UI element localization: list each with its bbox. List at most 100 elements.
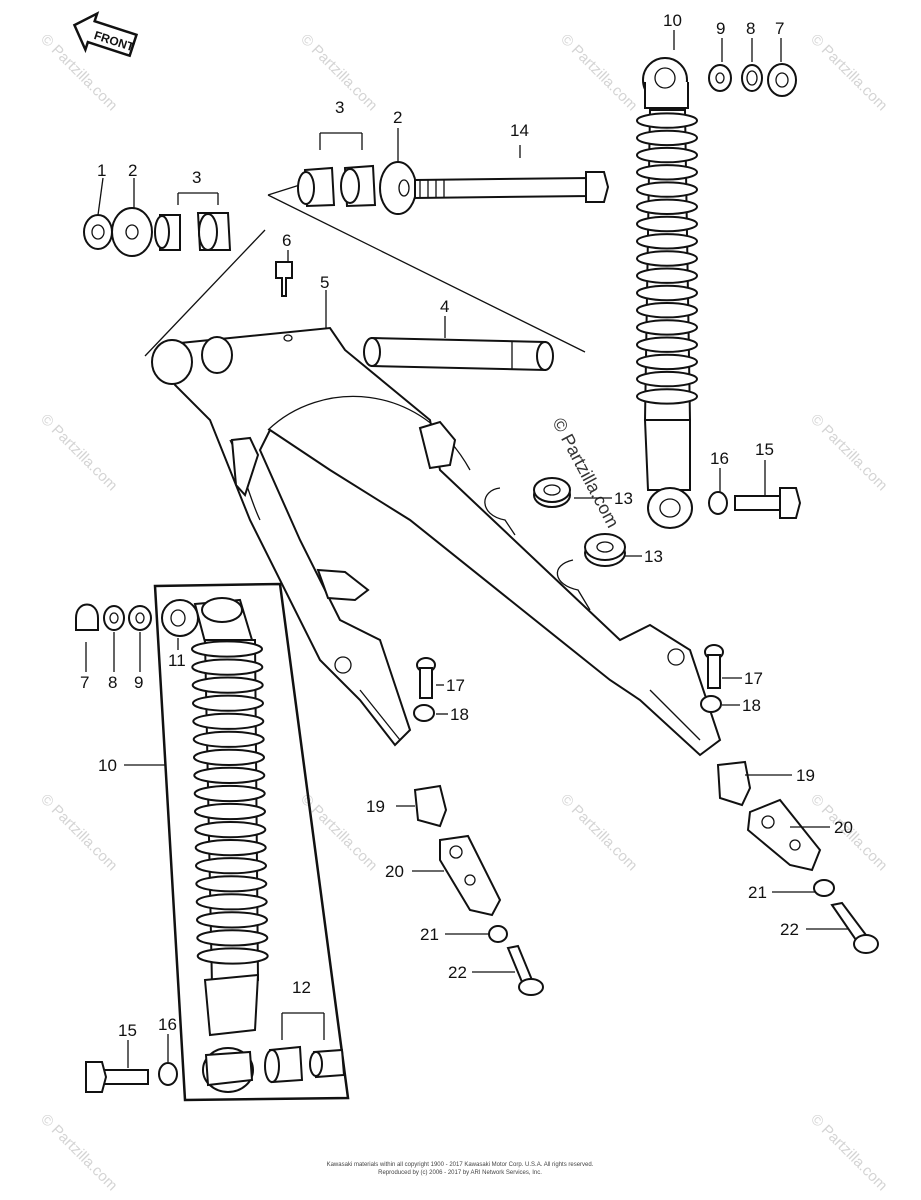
spring-coil — [194, 802, 266, 821]
callout-20: 20 — [834, 818, 853, 837]
spring-coil — [636, 129, 698, 147]
spring-coil — [191, 676, 264, 694]
spring-coil — [191, 640, 263, 658]
watermark: © Partzilla.com — [807, 31, 890, 114]
leader-lines — [85, 30, 848, 1068]
spring-coil — [636, 181, 698, 198]
adjuster-locknut-left — [488, 925, 508, 943]
callout-16: 16 — [710, 449, 729, 468]
watermark: © Partzilla.com — [557, 791, 640, 874]
callout-1: 1 — [97, 161, 106, 180]
watermark: © Partzilla.com — [557, 31, 640, 114]
spring-coil — [195, 857, 267, 875]
callout-21: 21 — [748, 883, 767, 902]
spring-coil — [192, 712, 265, 730]
spring-coil — [192, 694, 264, 712]
right-shock-collar — [741, 64, 763, 92]
callout-22: 22 — [780, 920, 799, 939]
adjuster-plate-left — [439, 834, 502, 917]
pivot-bolt — [414, 171, 610, 203]
adjuster-bolt-left — [416, 657, 436, 699]
callout-12: 12 — [292, 978, 311, 997]
callout-7: 7 — [775, 19, 784, 38]
callout-9: 9 — [716, 19, 725, 38]
watermark: © Partzilla.com — [37, 791, 120, 874]
chain-adjuster-block-right — [716, 760, 752, 807]
spring-coil — [192, 730, 265, 748]
spring-coil — [196, 947, 269, 965]
spring-coil — [194, 839, 267, 857]
adjuster-bolt-long-left — [506, 944, 544, 996]
chain-adjuster-block-left — [413, 784, 448, 828]
adjuster-nut-right — [700, 695, 722, 713]
left-shock-cap-nut — [75, 603, 99, 631]
adjuster-plate-right — [746, 798, 822, 872]
callout-19: 19 — [366, 797, 385, 816]
callout-18: 18 — [742, 696, 761, 715]
callout-labels: 1 2 3 3 2 14 6 5 4 10 9 8 7 16 15 13 13 … — [80, 11, 853, 1040]
spring-coil — [636, 146, 698, 164]
shock-mount-bracket — [230, 420, 457, 602]
lower-mount-washer-left — [158, 1062, 178, 1086]
spring-coil — [193, 784, 266, 803]
watermark: © Partzilla.com — [807, 1111, 890, 1194]
spring-coil — [636, 267, 698, 284]
callout-3: 3 — [192, 168, 201, 187]
chain-guide-clip — [484, 487, 591, 611]
callout-3: 3 — [335, 98, 344, 117]
pivot-washer-left — [111, 207, 153, 257]
callout-6: 6 — [282, 231, 291, 250]
callout-22: 22 — [448, 963, 467, 982]
spring-coil — [196, 929, 269, 947]
spring-coil — [193, 748, 265, 767]
callout-17: 17 — [744, 669, 763, 688]
callout-5: 5 — [320, 273, 329, 292]
copyright-footer: Kawasaki materials within all copyright … — [327, 1162, 594, 1176]
left-shock-collar — [103, 605, 125, 631]
lower-mount-bolt-right — [734, 487, 802, 519]
spring-coil — [196, 911, 268, 929]
callout-15: 15 — [118, 1021, 137, 1040]
callout-10: 10 — [98, 756, 117, 775]
callout-8: 8 — [108, 673, 117, 692]
rubber-bushing-upper — [533, 477, 571, 508]
watermark: © Partzilla.com — [37, 411, 120, 494]
callout-21: 21 — [420, 925, 439, 944]
watermark-main: © Partzilla.com — [548, 414, 623, 530]
lower-mount-bolt-left — [85, 1061, 149, 1093]
spring-coil — [636, 388, 698, 405]
adjuster-bolt-right — [704, 644, 724, 689]
callout-2: 2 — [393, 108, 402, 127]
right-shock-cap-nut — [767, 63, 797, 97]
callout-2: 2 — [128, 161, 137, 180]
watermark: © Partzilla.com — [37, 1111, 120, 1194]
spring-coil — [636, 164, 698, 181]
spring-coil — [636, 250, 698, 267]
callout-19: 19 — [796, 766, 815, 785]
callout-8: 8 — [746, 19, 755, 38]
grease-nipple — [275, 261, 293, 297]
pivot-sleeve — [363, 336, 554, 372]
callout-9: 9 — [134, 673, 143, 692]
adjuster-bolt-long-right — [830, 901, 879, 954]
callout-14: 14 — [510, 121, 529, 140]
callout-4: 4 — [440, 297, 449, 316]
left-shock-washer — [128, 605, 152, 631]
right-shock-spring — [636, 112, 698, 405]
left-shock-spring — [191, 640, 269, 965]
pivot-washer-right — [379, 161, 417, 215]
spring-coil — [193, 766, 266, 785]
spring-coil — [636, 233, 698, 250]
adjuster-nut-left — [413, 704, 435, 722]
spring-coil — [636, 336, 698, 353]
front-arrow-tag: FRONT — [72, 11, 139, 58]
spring-coil — [636, 112, 698, 129]
rubber-bushing-lower — [584, 533, 626, 567]
callout-20: 20 — [385, 862, 404, 881]
callout-15: 15 — [755, 440, 774, 459]
spring-coil — [191, 658, 264, 676]
adjuster-locknut-right — [813, 879, 835, 897]
spring-coil — [636, 319, 698, 336]
callout-16: 16 — [158, 1015, 177, 1034]
pivot-nut — [83, 214, 113, 250]
